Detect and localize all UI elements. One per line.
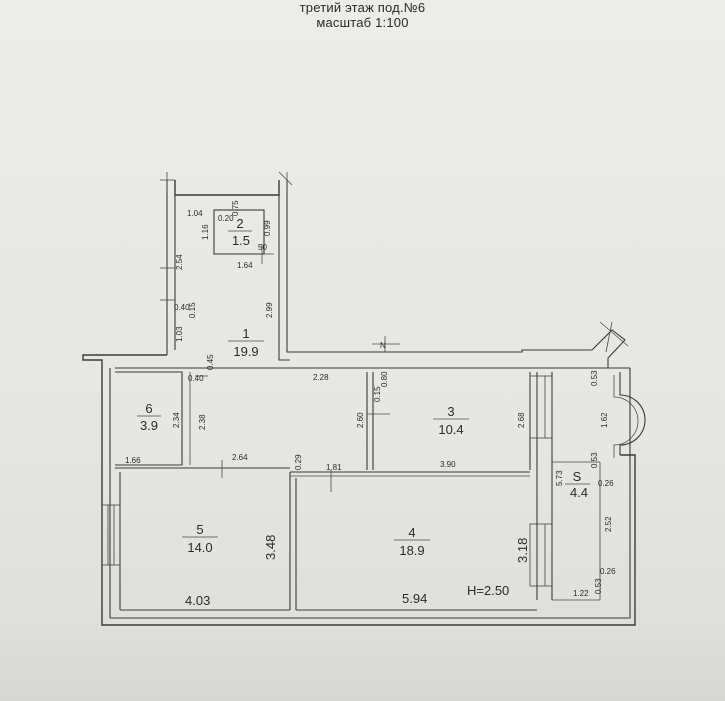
dim-4-03: 4.03 [185, 593, 210, 608]
dim-5-94: 5.94 [402, 591, 427, 606]
dim-0-80: 0.80 [380, 371, 389, 387]
dim-2-54: 2.54 [175, 254, 184, 270]
room-6-number: 6 [145, 401, 152, 416]
room-2-number: 2 [236, 216, 243, 231]
dim-0-99: 0.99 [263, 220, 272, 236]
dim-0-26b: 0.26 [600, 567, 616, 576]
dim-3-48: 3.48 [263, 535, 278, 560]
dim-3-90: 3.90 [440, 460, 456, 469]
dim-0-53a: 0.53 [590, 370, 599, 386]
dim-0-75: 0.75 [231, 200, 240, 216]
dim-0-45: 0.45 [206, 354, 215, 370]
dim-2-68: 2.68 [517, 412, 526, 428]
dim-0-15a: 0.15 [188, 302, 197, 318]
dim-0-40a: 0.40 [174, 303, 190, 312]
room-s-area: 4.4 [570, 485, 588, 500]
dim-0-53b: 0.53 [590, 452, 599, 468]
dim-2-52: 2.52 [604, 516, 613, 532]
dim-0-20: 0.20 [218, 214, 234, 223]
dim-1-03: 1.03 [175, 326, 184, 342]
room-6-area: 3.9 [140, 418, 158, 433]
dim-1-66: 1.66 [125, 456, 141, 465]
room-4-area: 18.9 [399, 543, 424, 558]
dim-1-16: 1.16 [201, 224, 210, 240]
room-5-number: 5 [196, 522, 203, 537]
dim-1-64: 1.64 [237, 261, 253, 270]
north-label: N [380, 341, 386, 350]
north-arrow: N [372, 336, 400, 352]
dim-2-99: 2.99 [265, 302, 274, 318]
dim-50: 50 [258, 243, 267, 252]
room-3-number: 3 [447, 404, 454, 419]
partitions [101, 171, 629, 611]
dim-0-15b: 0.15 [373, 386, 382, 402]
dim-2-64: 2.64 [232, 453, 248, 462]
dim-1-62: 1.62 [600, 412, 609, 428]
dim-2-60: 2.60 [356, 412, 365, 428]
room-s-number: S [573, 469, 582, 484]
room-3-area: 10.4 [438, 422, 463, 437]
bottom-shadow [0, 631, 725, 701]
dim-2-34: 2.34 [172, 412, 181, 428]
room-1-area: 19.9 [233, 344, 258, 359]
dim-0-40b: 0.40 [188, 374, 204, 383]
room-1-number: 1 [242, 326, 249, 341]
dim-0-26a: 0.26 [598, 479, 614, 488]
dim-1-04: 1.04 [187, 209, 203, 218]
room-2-area: 1.5 [232, 233, 250, 248]
floor-title: третий этаж под.№6 [299, 0, 426, 15]
dim-3-18: 3.18 [515, 538, 530, 563]
dim-5-73: 5.73 [555, 470, 564, 486]
dim-2-38: 2.38 [198, 414, 207, 430]
dim-0-53c: 0.53 [594, 578, 603, 594]
dimension-labels: 1.04 0.20 0.75 1.16 0.99 1.64 50 2.54 2.… [125, 200, 616, 608]
scale-label: масштаб 1:100 [316, 15, 409, 30]
dim-1-22: 1.22 [573, 589, 589, 598]
room-4-number: 4 [408, 525, 415, 540]
ceiling-height-label: H=2.50 [467, 583, 509, 598]
dim-2-28: 2.28 [313, 373, 329, 382]
dim-1-81: 1.81 [326, 463, 342, 472]
room-labels: 2 1.5 1 19.9 6 3.9 3 10.4 5 14.0 4 18.9 … [137, 216, 590, 598]
dim-0-29: 0.29 [294, 454, 303, 470]
room-5-area: 14.0 [187, 540, 212, 555]
outer-walls [82, 180, 646, 626]
